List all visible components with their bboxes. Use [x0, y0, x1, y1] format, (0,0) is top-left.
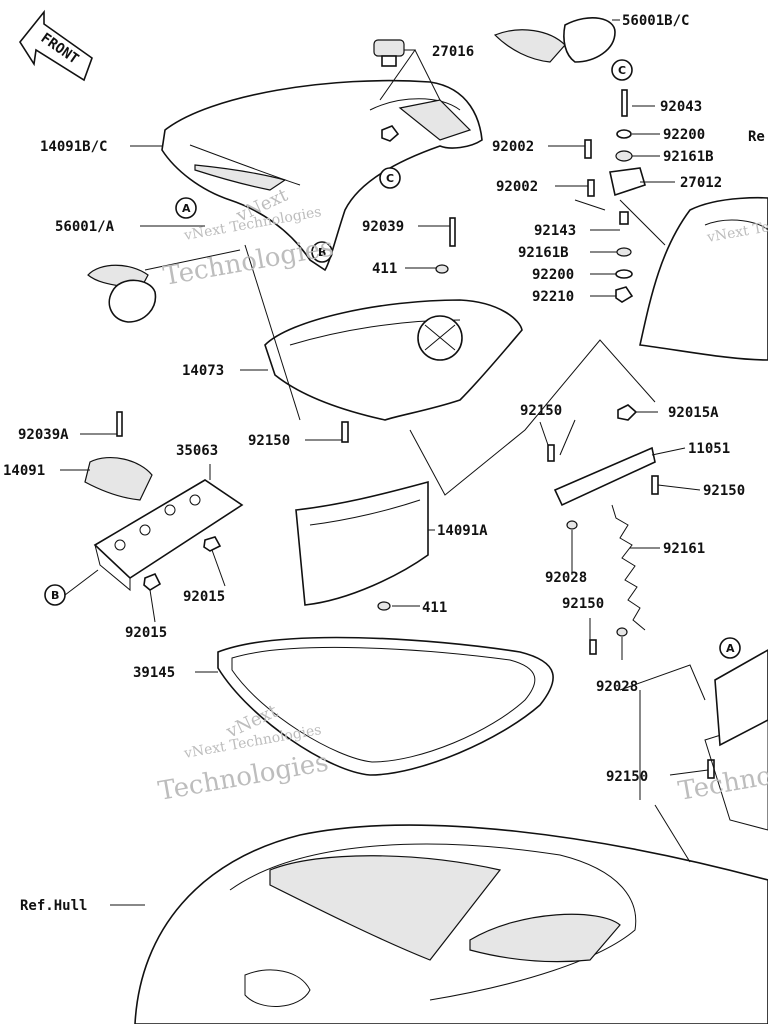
- label-92028-b: 92028: [596, 679, 638, 695]
- label-ref-hull: Ref.Hull: [20, 898, 87, 914]
- label-14091a: 14091A: [437, 523, 488, 539]
- hinge-bracket-part: [553, 446, 656, 507]
- label-92200-a: 92200: [663, 127, 705, 143]
- label-27016: 27016: [432, 44, 474, 60]
- callout-b-seat: B: [318, 246, 326, 259]
- bracket-part: [93, 479, 244, 592]
- label-92161: 92161: [663, 541, 705, 557]
- callout-c-top: C: [386, 172, 394, 185]
- front-arrow-icon: FRONT: [19, 9, 93, 82]
- part-labels: 56001B/C 27016 92043 92200 Re 92161B 920…: [3, 13, 765, 914]
- label-92150-d: 92150: [562, 596, 604, 612]
- label-14091: 14091: [3, 463, 45, 479]
- label-92039: 92039: [362, 219, 404, 235]
- label-92161b-a: 92161B: [663, 149, 714, 165]
- label-92039a: 92039A: [18, 427, 69, 443]
- mirror-left-part: [87, 264, 157, 323]
- label-56001a: 56001/A: [55, 219, 115, 235]
- callout-b-bracket: B: [51, 589, 59, 602]
- label-411-b: 411: [422, 600, 447, 616]
- label-92015-c: 92015: [125, 625, 167, 641]
- hull-part: [134, 824, 768, 1024]
- label-411-a: 411: [372, 261, 397, 277]
- label-92002-b: 92002: [496, 179, 538, 195]
- callout-a-seat: A: [182, 202, 191, 215]
- label-92028-a: 92028: [545, 570, 587, 586]
- label-56001bc: 56001B/C: [622, 13, 689, 29]
- callout-c-bolt: C: [618, 64, 626, 77]
- label-92043: 92043: [660, 99, 702, 115]
- label-92150-a: 92150: [520, 403, 562, 419]
- label-92200-b: 92200: [532, 267, 574, 283]
- seal-ring-part: [217, 636, 554, 776]
- label-92143: 92143: [534, 223, 576, 239]
- group-outlines: [144, 199, 706, 863]
- mirror-right-part: [493, 17, 616, 63]
- label-92210: 92210: [532, 289, 574, 305]
- label-92150-e: 92150: [606, 769, 648, 785]
- label-ref-cut: Re: [748, 129, 765, 145]
- label-92161b-b: 92161B: [518, 245, 569, 261]
- label-39145: 39145: [133, 665, 175, 681]
- right-hull-section: [639, 196, 768, 831]
- hardware-group: [116, 89, 715, 779]
- watermark: Technologies: [156, 747, 331, 806]
- label-27012: 27012: [680, 175, 722, 191]
- pad-part: [84, 456, 153, 501]
- upper-seat-part: [161, 79, 483, 272]
- cap-part: [373, 39, 405, 67]
- label-92002-a: 92002: [492, 139, 534, 155]
- seat-base-part: [264, 299, 523, 421]
- watermark: Technologies: [676, 747, 768, 806]
- label-92015a: 92015A: [668, 405, 719, 421]
- label-11051: 11051: [688, 441, 730, 457]
- callout-circles: C C A B B A: [44, 59, 741, 659]
- label-92015-b: 92015: [183, 589, 225, 605]
- leader-lines: [60, 19, 709, 906]
- label-35063: 35063: [176, 443, 218, 459]
- cover-part: [295, 480, 429, 606]
- label-14091bc: 14091B/C: [40, 139, 107, 155]
- label-92150-b: 92150: [248, 433, 290, 449]
- spring-part: [611, 504, 646, 631]
- callout-a-right: A: [726, 642, 735, 655]
- label-14073: 14073: [182, 363, 224, 379]
- label-92150-c: 92150: [703, 483, 745, 499]
